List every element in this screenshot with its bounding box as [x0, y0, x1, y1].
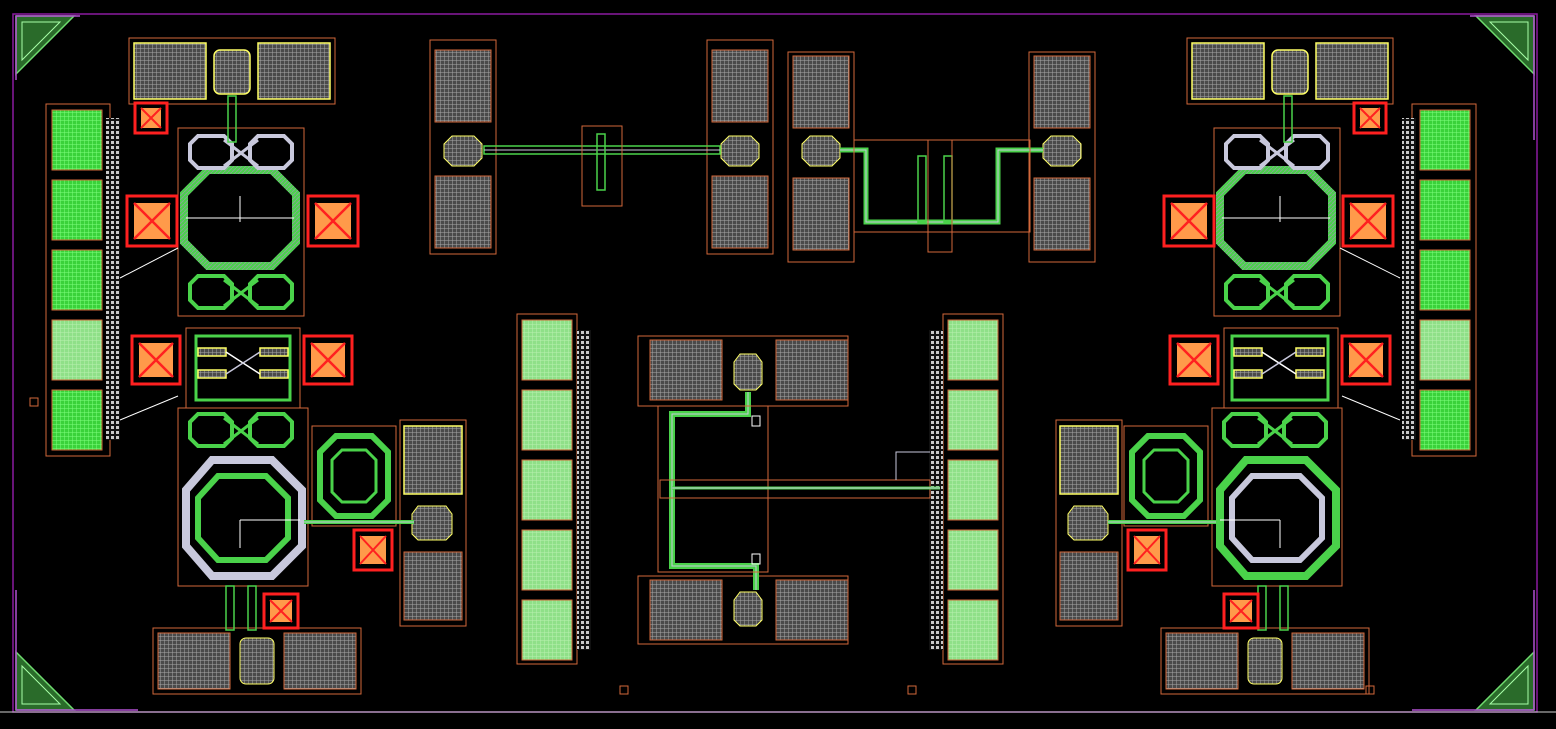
inductor-block-upper-left: [119, 95, 305, 317]
cross-coupled-pair-left: [185, 327, 301, 409]
via-mid-right-b: [1341, 194, 1395, 248]
inductor-block-small-left: [304, 419, 467, 627]
via-bottom-right: [1222, 592, 1260, 630]
inductor-block-upper-right: [1213, 95, 1401, 317]
tline-structure-top-left: [429, 39, 774, 255]
center-bus-structure: [637, 335, 940, 645]
via-cross-right-a: [1168, 334, 1220, 386]
via-top-left: [133, 101, 169, 135]
tline-structure-top-right: [787, 51, 1096, 263]
via-small-right: [1126, 528, 1168, 572]
corner-mark-top-right: [1470, 15, 1535, 140]
via-mid-left-b: [306, 194, 360, 248]
pad-column-left: [45, 103, 120, 457]
inductor-block-lower-right: [1211, 395, 1401, 631]
via-cross-right-b: [1340, 334, 1392, 386]
pad-column-right: [1402, 103, 1477, 457]
cross-coupled-pair-right: [1223, 327, 1339, 409]
pad-group-bottom-left: [152, 627, 362, 695]
pad-group-top-right: [1186, 37, 1394, 105]
inductor-block-lower-left: [119, 395, 309, 631]
corner-mark-bottom-right: [1412, 590, 1535, 711]
via-cross-left-a: [130, 334, 182, 386]
meander-line: [840, 147, 1043, 225]
via-mid-right-a: [1162, 194, 1216, 248]
pad-column-center-right: [929, 313, 1004, 665]
via-mid-left-a: [125, 194, 179, 248]
via-top-right: [1352, 101, 1388, 135]
via-cross-left-b: [302, 334, 354, 386]
chip-boundary: [0, 13, 1556, 713]
corner-mark-bottom-left: [15, 590, 138, 711]
pad-group-top-left: [128, 37, 336, 105]
via-bottom-left: [262, 592, 300, 630]
pad-column-center-left: [516, 313, 591, 665]
via-small-left: [352, 528, 394, 572]
pad-group-bottom-right: [1160, 627, 1370, 695]
alignment-markers: [29, 397, 1375, 695]
via-array: [125, 101, 1395, 630]
corner-mark-top-left: [15, 15, 80, 80]
inductor-block-small-right: [1055, 419, 1216, 627]
